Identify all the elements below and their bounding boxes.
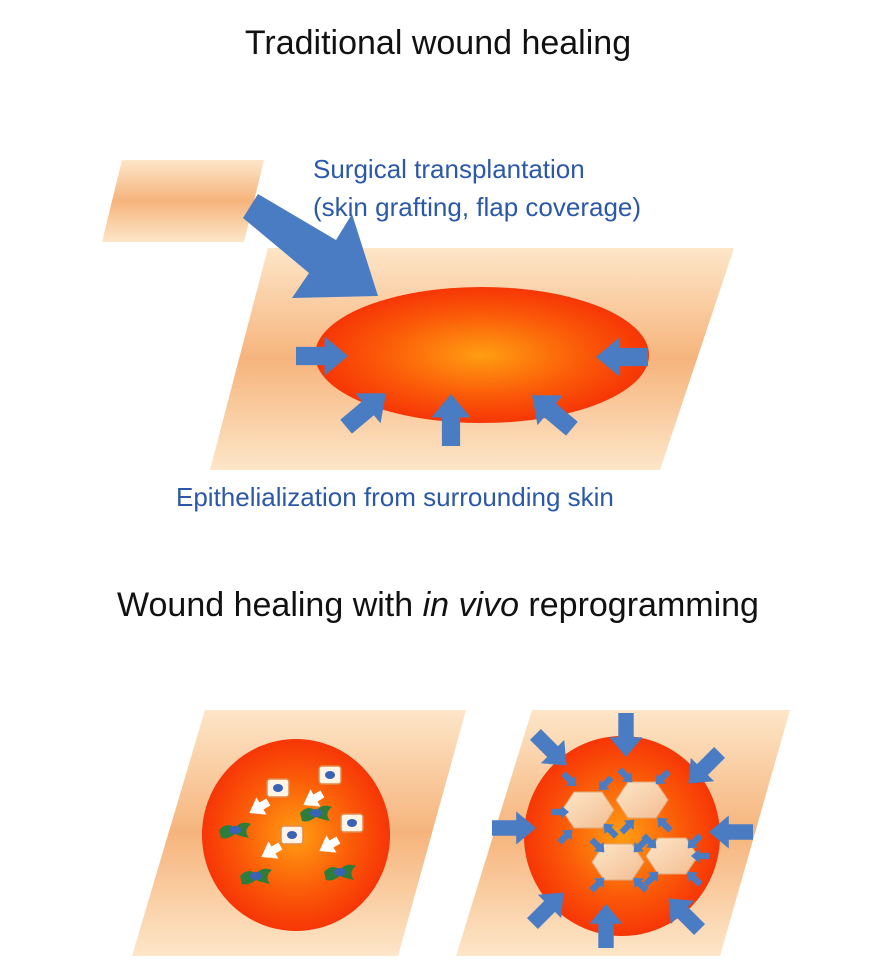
cell-icon <box>280 825 304 845</box>
skin-graft-piece <box>102 160 264 242</box>
surgical-transplantation-label: Surgical transplantation (skin grafting,… <box>313 150 641 226</box>
cell-icon <box>340 813 364 833</box>
bottom-title-part1: Wound healing with <box>117 586 423 624</box>
epithelialization-label: Epithelialization from surrounding skin <box>176 482 614 512</box>
surgical-label-line1: Surgical transplantation <box>313 154 585 184</box>
reprogrammed-cell-icon <box>561 791 615 829</box>
surgical-label-line2: (skin grafting, flap coverage) <box>313 192 642 222</box>
conversion-arrow-icon <box>249 789 341 859</box>
bottom-title-italic: in vivo <box>422 586 519 624</box>
cell-icon <box>266 778 290 798</box>
bottom-title-part2: reprogramming <box>518 586 759 624</box>
bottom-title: Wound healing with in vivo reprogramming <box>0 586 876 625</box>
reprogrammed-cell-icon <box>615 781 669 819</box>
cell-icon <box>318 765 342 785</box>
top-title: Traditional wound healing <box>244 24 632 62</box>
large-arrow-icon <box>243 194 378 298</box>
top-wound <box>315 287 649 423</box>
